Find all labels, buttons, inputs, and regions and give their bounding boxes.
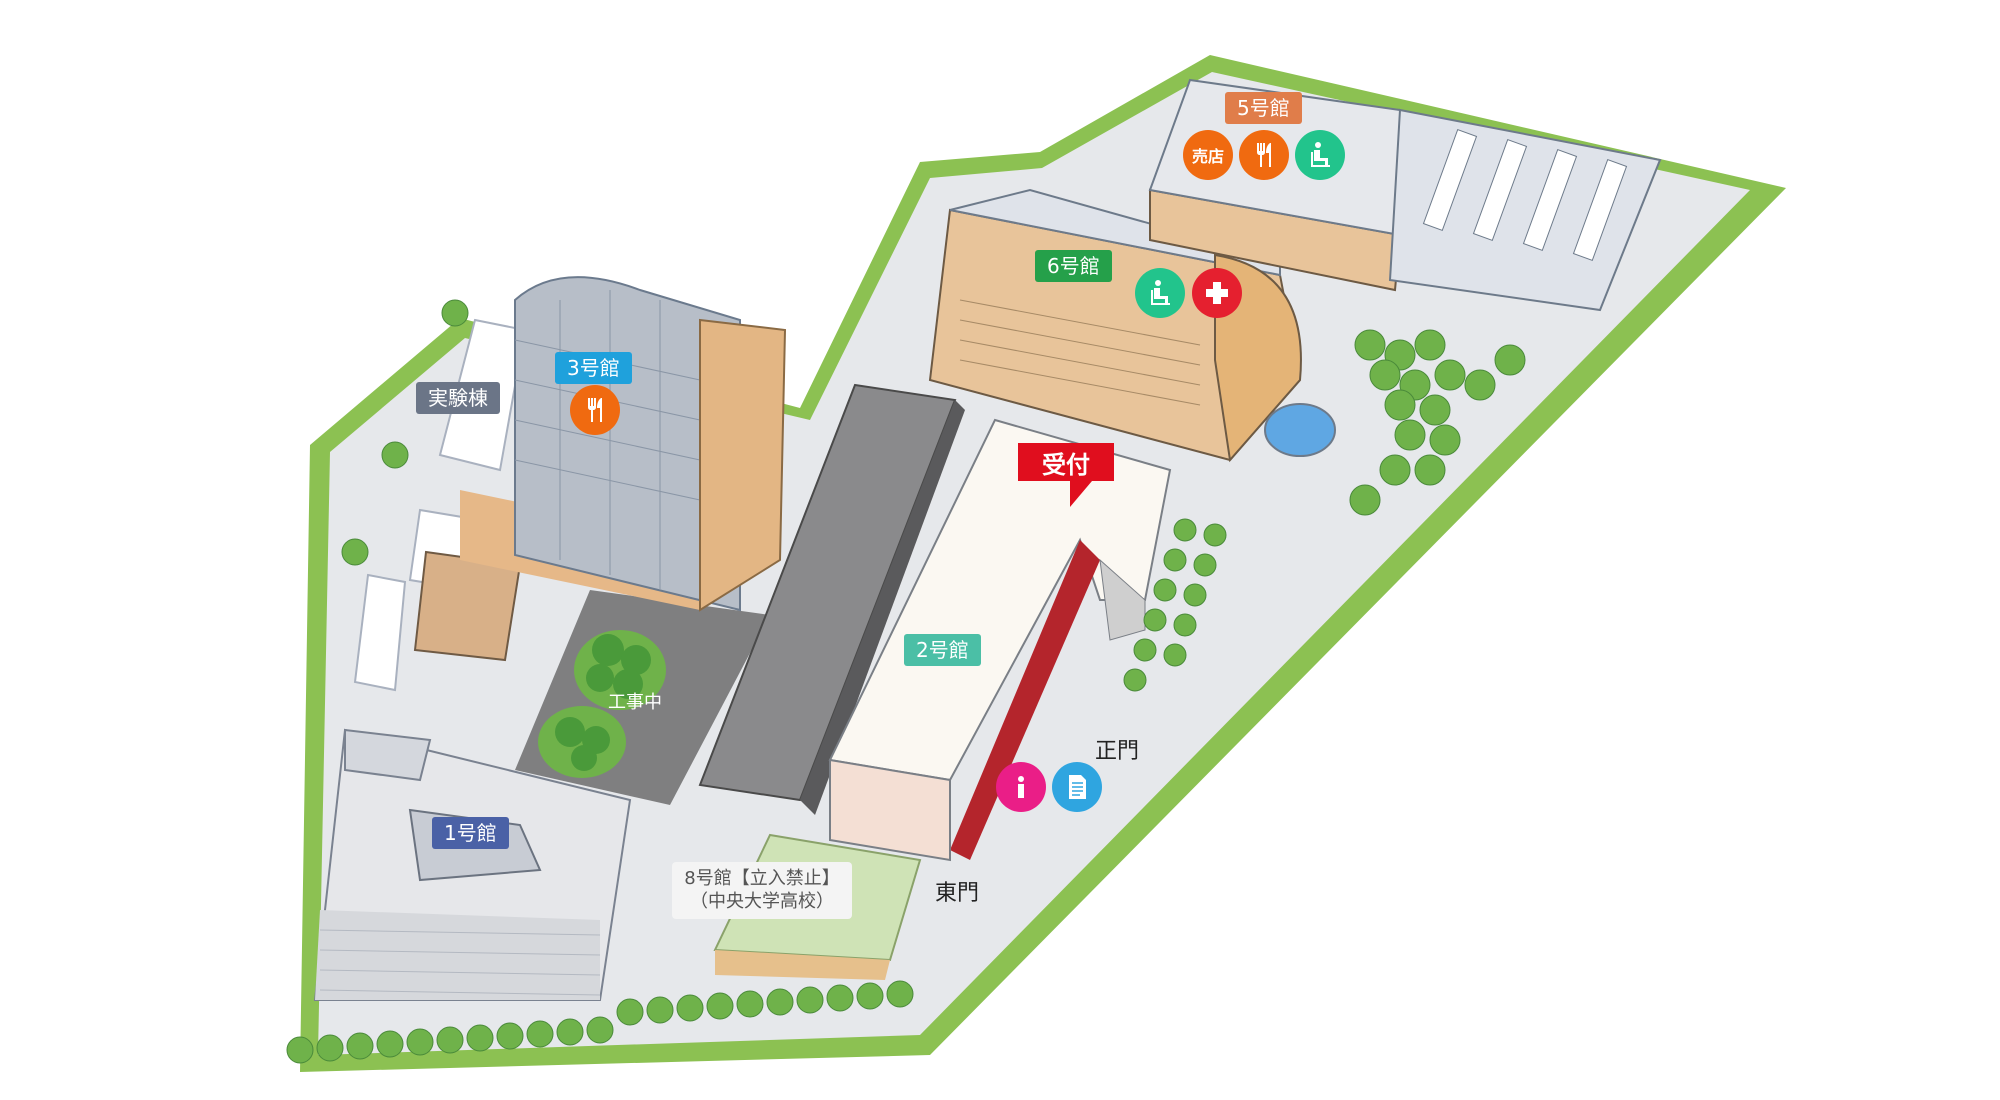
east-gate-label[interactable]: 東門 (935, 881, 980, 906)
long-grey-building (698, 383, 965, 815)
lab-building-label[interactable]: 実験棟 (416, 382, 500, 414)
building-2-label[interactable]: 2号館 (904, 634, 981, 666)
rest-area-icon[interactable] (1295, 130, 1345, 180)
tree-cluster-east (1349, 329, 1526, 516)
shop-icon[interactable]: 売店 (1183, 130, 1233, 180)
document-icon[interactable] (1052, 762, 1102, 812)
rest-area-icon[interactable] (1135, 268, 1185, 318)
building-6-label[interactable]: 6号館 (1035, 250, 1112, 282)
tree-row-gate (1123, 518, 1227, 692)
shop-icon-label: 売店 (1191, 147, 1224, 166)
building-3-label[interactable]: 3号館 (555, 352, 632, 384)
building-1-label[interactable]: 1号館 (432, 817, 509, 849)
building-8-label[interactable]: 8号館【立入禁止】 （中央大学高校） (672, 862, 852, 919)
construction-trees (538, 630, 666, 778)
information-icon[interactable] (996, 762, 1046, 812)
building-1 (313, 728, 632, 1001)
building-8-label-line2: （中央大学高校） (690, 890, 834, 912)
building-5-label[interactable]: 5号館 (1225, 92, 1302, 124)
fork-knife-icon[interactable] (570, 385, 620, 435)
reception-label[interactable]: 受付 (1018, 443, 1114, 507)
building-2 (828, 418, 1172, 862)
medical-cross-icon[interactable] (1192, 268, 1242, 318)
fork-knife-icon[interactable] (1239, 130, 1289, 180)
building-8-label-line1: 8号館【立入禁止】 (684, 868, 840, 889)
tree-row-south (286, 299, 914, 1064)
construction-label: 工事中 (608, 692, 662, 713)
main-gate-label[interactable]: 正門 (1095, 739, 1140, 764)
